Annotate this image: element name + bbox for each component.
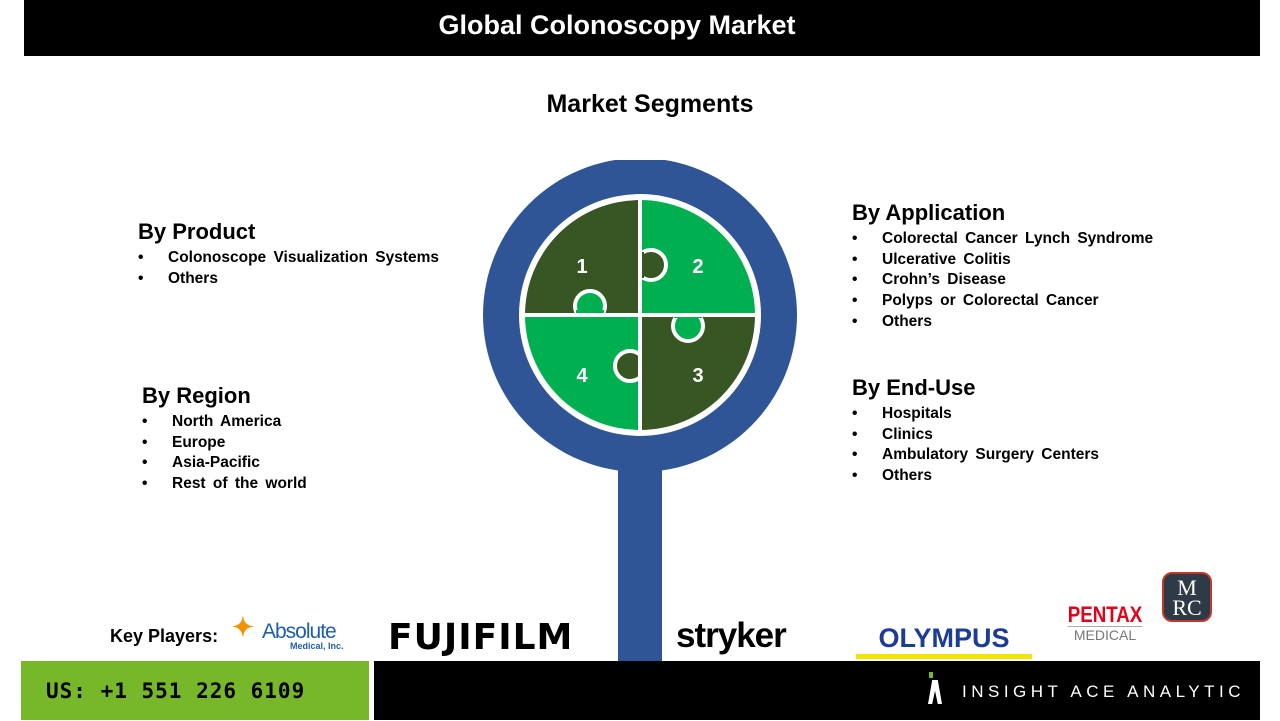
- segment-product: By Product Colonoscope Visualization Sys…: [138, 219, 439, 290]
- absolute-medical-logo: ✦ Absolute Medical, Inc.: [232, 612, 364, 652]
- pentax-medical-logo: PENTAX MEDICAL: [1061, 604, 1149, 643]
- insight-ace-logo-icon: [928, 672, 942, 704]
- list-item: Clinics: [852, 426, 1099, 447]
- segment-region: By Region North AmericaEuropeAsia-Pacifi…: [142, 383, 307, 496]
- logo-text: MEDICAL: [1073, 627, 1137, 643]
- list-item: Asia-Pacific: [142, 454, 307, 475]
- magnifier-handle: [618, 460, 662, 662]
- logo-text: PENTAX: [1067, 602, 1143, 627]
- phone-number: US: +1 551 226 6109: [21, 661, 369, 720]
- brand-name: INSIGHT ACE ANALYTIC: [962, 682, 1246, 701]
- segment-enduse: By End-Use HospitalsClinicsAmbulatory Su…: [852, 375, 1099, 488]
- segment-heading: By Application: [852, 200, 1006, 225]
- stryker-logo: stryker: [676, 616, 787, 655]
- fujifilm-logo: FUJIFILM: [388, 617, 574, 658]
- list-item: Crohn’s Disease: [852, 271, 1153, 292]
- puzzle-label-3: 3: [692, 365, 703, 387]
- logo-text: Absolute: [262, 620, 337, 643]
- footer-bar: [374, 661, 1260, 720]
- page-title: Global Colonoscopy Market: [24, 0, 1260, 56]
- list-item: Others: [852, 467, 1099, 488]
- mrc-logo: M RC: [1162, 572, 1212, 622]
- olympus-logo: OLYMPUS: [856, 622, 1032, 659]
- puzzle-label-1: 1: [576, 256, 587, 278]
- list-item: Others: [138, 270, 439, 291]
- list-item: Colorectal Cancer Lynch Syndrome: [852, 230, 1153, 251]
- figure-icon: ✦: [232, 612, 254, 642]
- puzzle-label-2: 2: [692, 256, 703, 278]
- segment-heading: By Region: [142, 383, 251, 408]
- segment-application: By Application Colorectal Cancer Lynch S…: [852, 200, 1153, 333]
- list-item: Ulcerative Colitis: [852, 251, 1153, 272]
- magnifier-puzzle-diagram: 1 2 3 4: [483, 160, 797, 662]
- list-item: Polyps or Colorectal Cancer: [852, 292, 1153, 313]
- key-players-label: Key Players:: [110, 626, 219, 646]
- list-item: Ambulatory Surgery Centers: [852, 446, 1099, 467]
- list-item: Europe: [142, 434, 307, 455]
- puzzle-label-4: 4: [576, 365, 588, 387]
- logo-text: RC: [1172, 595, 1202, 620]
- list-item: Rest of the world: [142, 475, 307, 496]
- subtitle: Market Segments: [546, 90, 754, 118]
- logo-text: M: [1177, 575, 1197, 600]
- segment-heading: By Product: [138, 219, 256, 244]
- segment-heading: By End-Use: [852, 375, 976, 400]
- list-item: North America: [142, 413, 307, 434]
- logo-text: Medical, Inc.: [290, 641, 344, 651]
- list-item: Colonoscope Visualization Systems: [138, 249, 439, 270]
- list-item: Others: [852, 313, 1153, 334]
- list-item: Hospitals: [852, 405, 1099, 426]
